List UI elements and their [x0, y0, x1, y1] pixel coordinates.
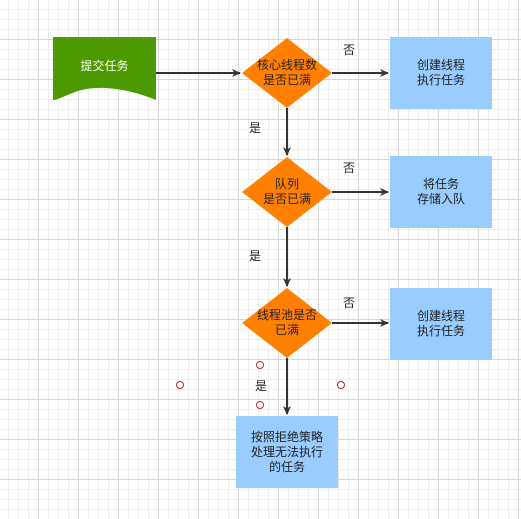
connection-handle-right[interactable] — [337, 381, 345, 389]
pool-full-label: 线程池是否 已满 — [256, 308, 317, 337]
reject-policy-label: 按照拒绝策略 处理无法执行 的任务 — [250, 429, 323, 474]
connection-handle-left[interactable] — [176, 381, 184, 389]
pool-full-decision[interactable]: 线程池是否 已满 — [242, 288, 332, 358]
queue-full-label: 队列 是否已满 — [262, 177, 311, 206]
connection-handle-top[interactable] — [256, 361, 264, 369]
create-thread-node[interactable]: 创建线程 执行任务 — [390, 288, 492, 360]
submit-task-shape[interactable] — [53, 37, 156, 100]
submit-task-node[interactable]: 提交任务 — [53, 37, 156, 95]
edge-label-core-yes: 是 — [249, 121, 262, 135]
enqueue-task-label: 将任务 存储入队 — [416, 177, 465, 206]
reject-policy-node[interactable]: 按照拒绝策略 处理无法执行 的任务 — [236, 416, 338, 488]
edge-label-queue-no: 否 — [343, 161, 356, 175]
queue-full-decision-shape[interactable] — [242, 157, 332, 227]
connection-handle-bottom[interactable] — [256, 401, 264, 409]
create-core-thread-node[interactable]: 创建线程 执行任务 — [390, 37, 492, 109]
edge-label-pool-no: 否 — [343, 296, 356, 310]
queue-full-decision[interactable]: 队列 是否已满 — [242, 157, 332, 227]
enqueue-task-node[interactable]: 将任务 存储入队 — [390, 156, 492, 228]
create-thread-label: 创建线程 执行任务 — [416, 309, 465, 338]
core-threads-full-decision-shape[interactable] — [242, 38, 332, 108]
create-core-thread-label: 创建线程 执行任务 — [416, 58, 465, 87]
core-threads-full-decision[interactable]: 核心线程数 是否已满 — [242, 38, 332, 108]
submit-task-label: 提交任务 — [80, 58, 129, 73]
edge-label-pool-yes: 是 — [255, 379, 268, 393]
edge-label-queue-yes: 是 — [249, 249, 262, 263]
core-threads-full-label: 核心线程数 是否已满 — [256, 58, 317, 87]
edge-label-core-no: 否 — [343, 43, 356, 57]
pool-full-decision-shape[interactable] — [242, 288, 332, 358]
